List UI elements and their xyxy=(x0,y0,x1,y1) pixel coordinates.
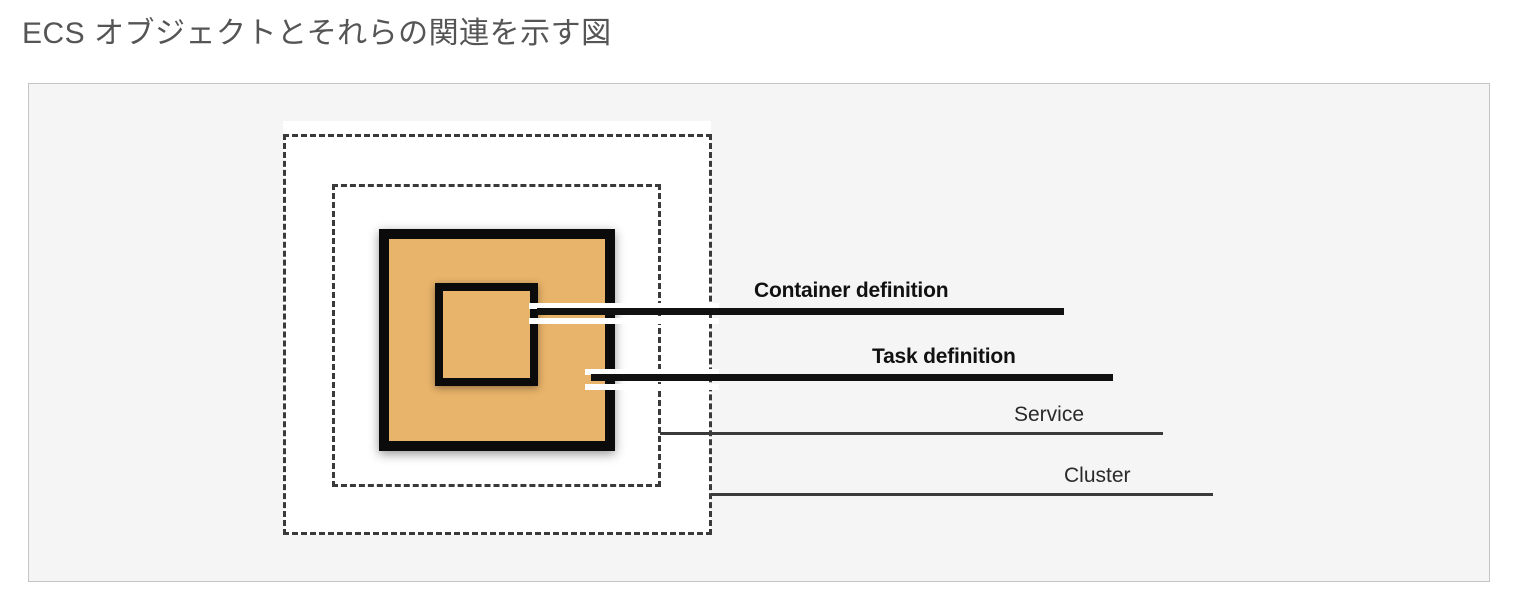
leader-halo-task-bottom xyxy=(585,384,719,390)
ecs-relationship-diagram: Container definition Task definition Ser… xyxy=(29,84,1489,581)
label-service: Service xyxy=(1014,403,1085,426)
leader-halo-container-top xyxy=(529,303,719,309)
leader-line-service xyxy=(660,432,1163,435)
leader-halo-task-top xyxy=(585,369,719,375)
container-definition-box xyxy=(435,283,538,386)
figure-frame: Container definition Task definition Ser… xyxy=(28,83,1490,582)
leader-line-container-definition xyxy=(537,308,1064,315)
leader-halo-container-bottom xyxy=(529,318,719,324)
page-title: ECS オブジェクトとそれらの関連を示す図 xyxy=(22,17,612,50)
leader-line-cluster xyxy=(711,493,1213,496)
label-cluster: Cluster xyxy=(1064,464,1131,487)
label-task-definition: Task definition xyxy=(872,345,1016,368)
task-definition-box xyxy=(379,229,615,451)
service-boundary-box xyxy=(332,184,661,487)
leader-line-task-definition xyxy=(591,374,1113,381)
cluster-boundary-box xyxy=(283,134,712,535)
label-container-definition: Container definition xyxy=(754,279,949,302)
leader-elbow-service xyxy=(660,432,663,435)
